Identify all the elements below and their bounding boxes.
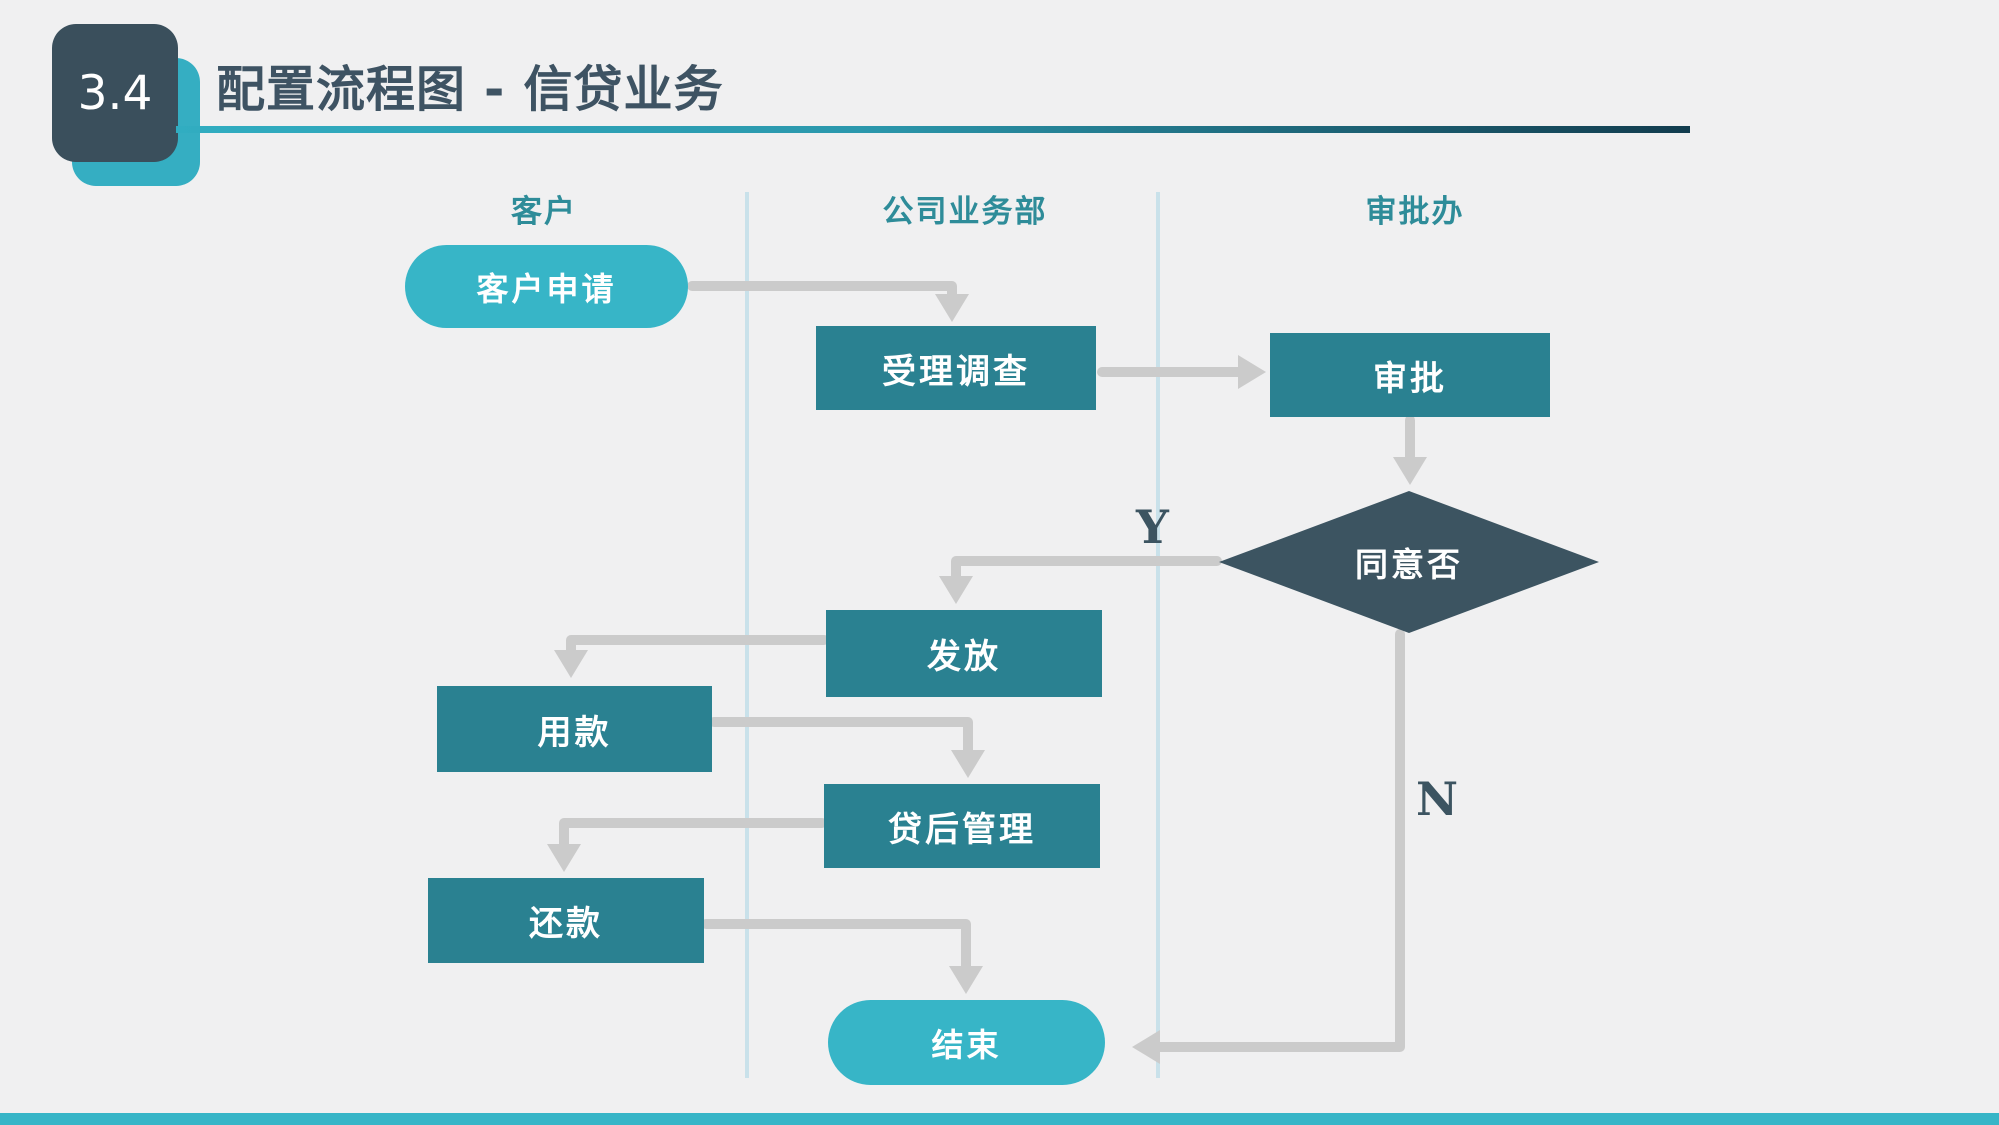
node-accept-investigate: 受理调查 (816, 326, 1096, 410)
node-approve: 审批 (1270, 333, 1550, 417)
node-issue-loan: 发放 (826, 610, 1102, 697)
node-end: 结束 (828, 1000, 1105, 1085)
section-number: 3.4 (77, 65, 153, 121)
section-number-badge: 3.4 (52, 24, 178, 162)
connector-decision-yes-to-issue (939, 556, 1222, 604)
node-post-loan-management: 贷后管理 (824, 784, 1100, 868)
lane-header-business: 公司业务部 (882, 194, 1048, 230)
connector-post-loan-to-repay (547, 818, 827, 872)
node-use-funds: 用款 (437, 686, 712, 772)
connector-issue-to-use-funds (554, 635, 829, 678)
connector-use-funds-to-post-loan (709, 717, 985, 778)
connector-decision-no-to-end (1132, 629, 1405, 1064)
branch-label-no: N (1416, 772, 1459, 826)
node-repay: 还款 (428, 878, 704, 963)
node-decision-agree: 同意否 (1219, 491, 1599, 633)
node-customer-apply: 客户申请 (405, 245, 688, 328)
page-title: 配置流程图 - 信贷业务 (216, 61, 724, 118)
lane-header-customer: 客户 (511, 194, 577, 230)
connector-approve-to-decision (1393, 415, 1427, 485)
lane-divider-left (745, 192, 749, 1078)
lane-header-approval: 审批办 (1365, 194, 1465, 230)
branch-label-yes: Y (1136, 500, 1169, 554)
title-underline (176, 126, 1690, 133)
footer-accent-bar (0, 1113, 1999, 1125)
connector-start-to-investigate (687, 281, 969, 322)
connector-investigate-to-approve (1097, 355, 1266, 389)
lane-divider-right (1156, 192, 1160, 1078)
